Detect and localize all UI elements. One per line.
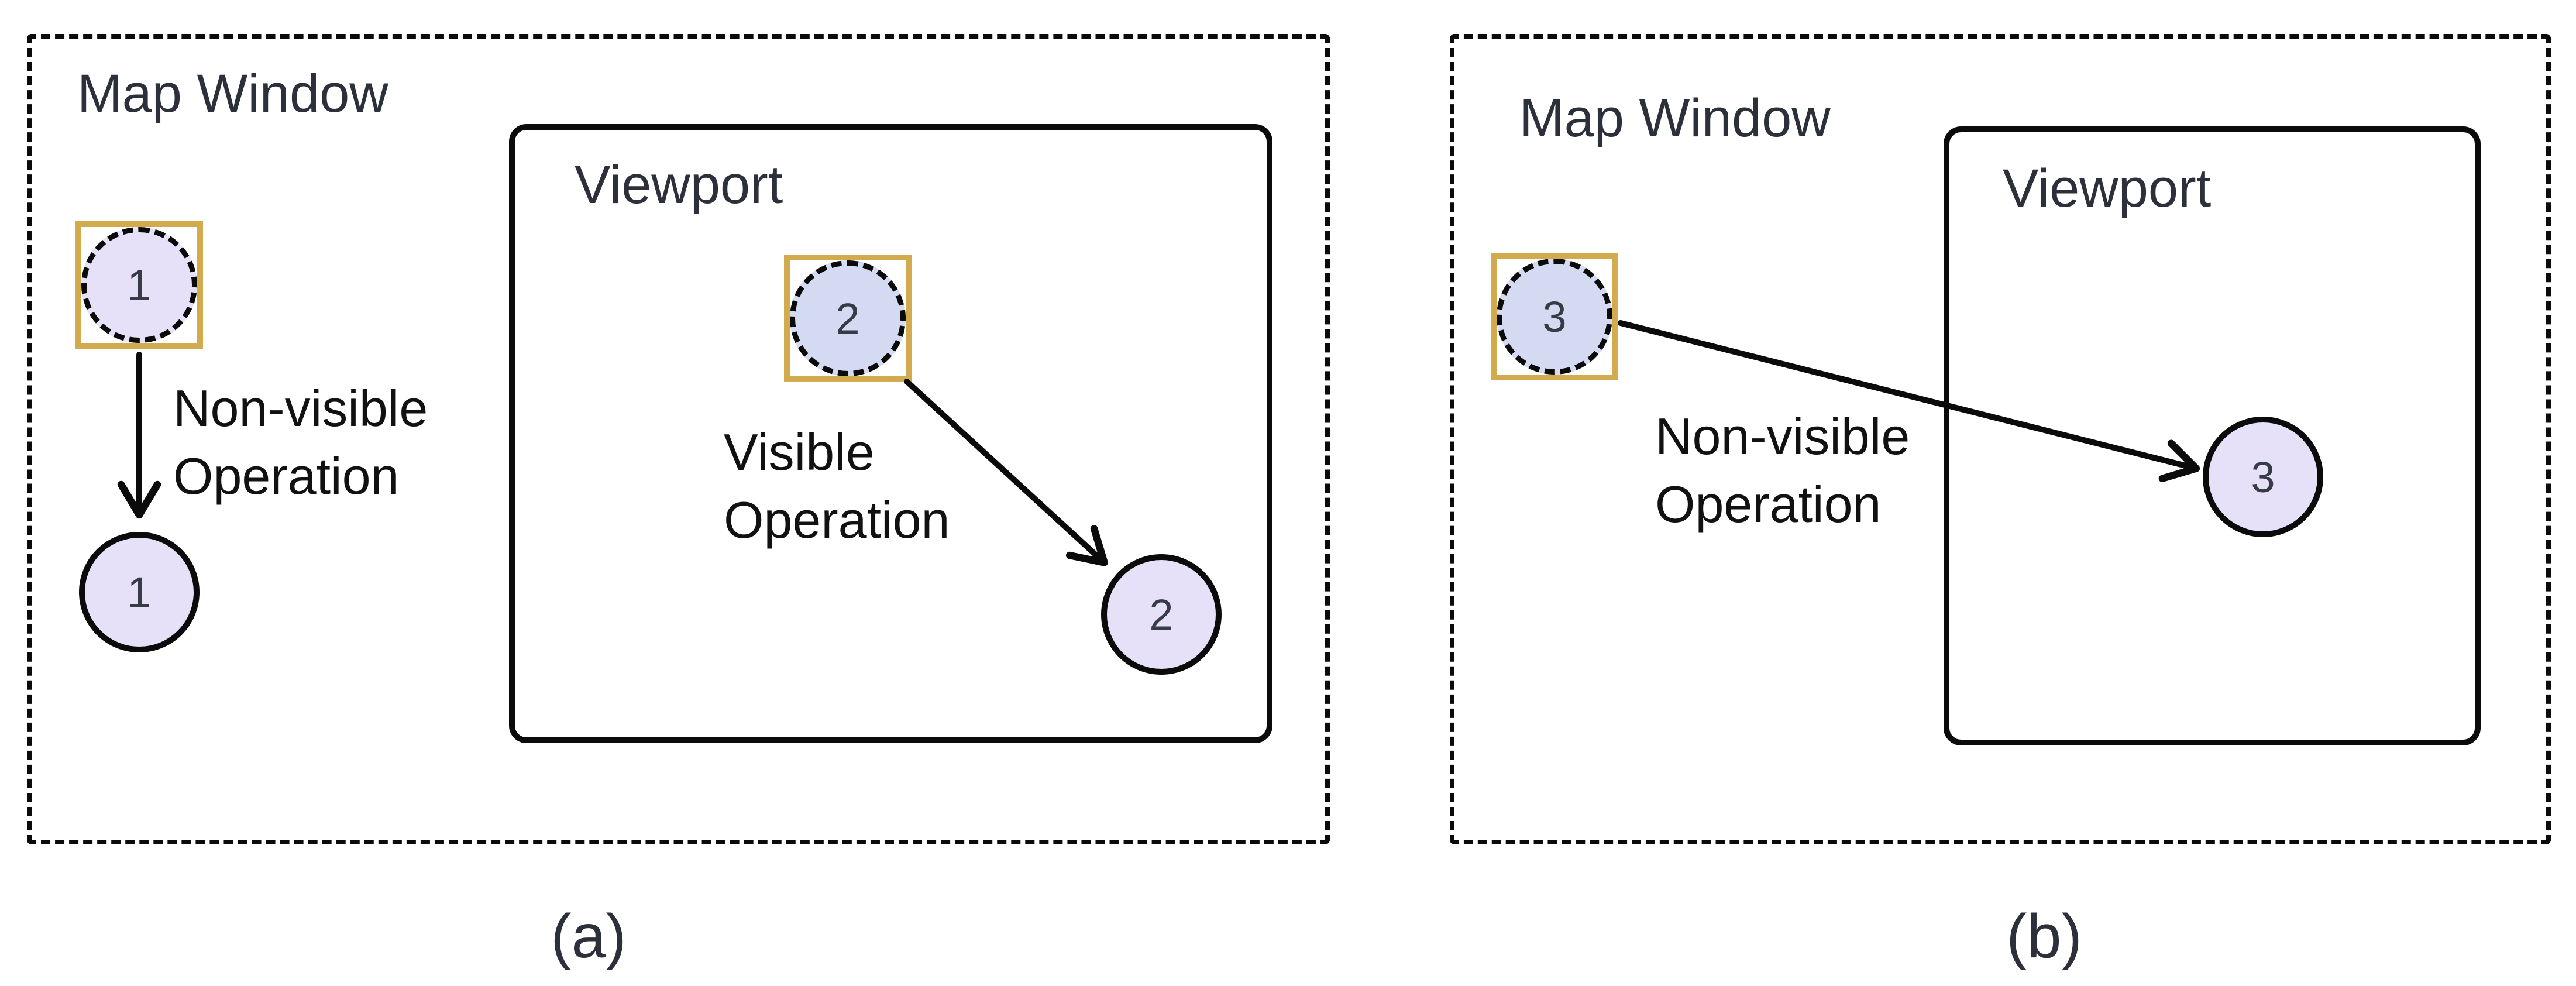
ghost-node-2: 2 bbox=[790, 260, 906, 376]
ghost-node-3-label: 3 bbox=[1542, 292, 1567, 341]
viewport-box-b bbox=[1944, 126, 2481, 745]
ghost-node-1-label: 1 bbox=[127, 260, 152, 310]
result-node-1: 1 bbox=[79, 532, 200, 652]
edge-label-visible-a: Visible Operation bbox=[724, 423, 950, 549]
result-node-3-label: 3 bbox=[2251, 452, 2275, 501]
viewport-box-a bbox=[509, 124, 1272, 743]
map-window-label-a: Map Window bbox=[77, 64, 388, 123]
edge-label-nonvisible-b: Non-visible Operation bbox=[1655, 407, 1910, 534]
panel-caption-b: (b) bbox=[2006, 902, 2082, 971]
edge-label-nonvisible-a: Non-visible Operation bbox=[173, 379, 428, 506]
viewport-label-b: Viewport bbox=[2003, 159, 2212, 218]
ghost-node-1: 1 bbox=[81, 227, 197, 343]
viewport-label-a: Viewport bbox=[575, 155, 783, 215]
map-window-box-b bbox=[1450, 34, 2551, 844]
result-node-1-label: 1 bbox=[127, 568, 152, 617]
panel-caption-a: (a) bbox=[551, 902, 627, 971]
result-node-2: 2 bbox=[1101, 554, 1222, 675]
highlight-square-node-2: 2 bbox=[784, 255, 912, 382]
ghost-node-3: 3 bbox=[1497, 259, 1612, 375]
ghost-node-2-label: 2 bbox=[835, 294, 860, 343]
map-window-label-b: Map Window bbox=[1519, 88, 1831, 148]
result-node-2-label: 2 bbox=[1149, 590, 1174, 639]
highlight-square-node-3: 3 bbox=[1491, 253, 1618, 380]
result-node-3: 3 bbox=[2203, 417, 2323, 537]
highlight-square-node-1: 1 bbox=[75, 221, 203, 349]
map-window-box-a bbox=[27, 34, 1330, 844]
